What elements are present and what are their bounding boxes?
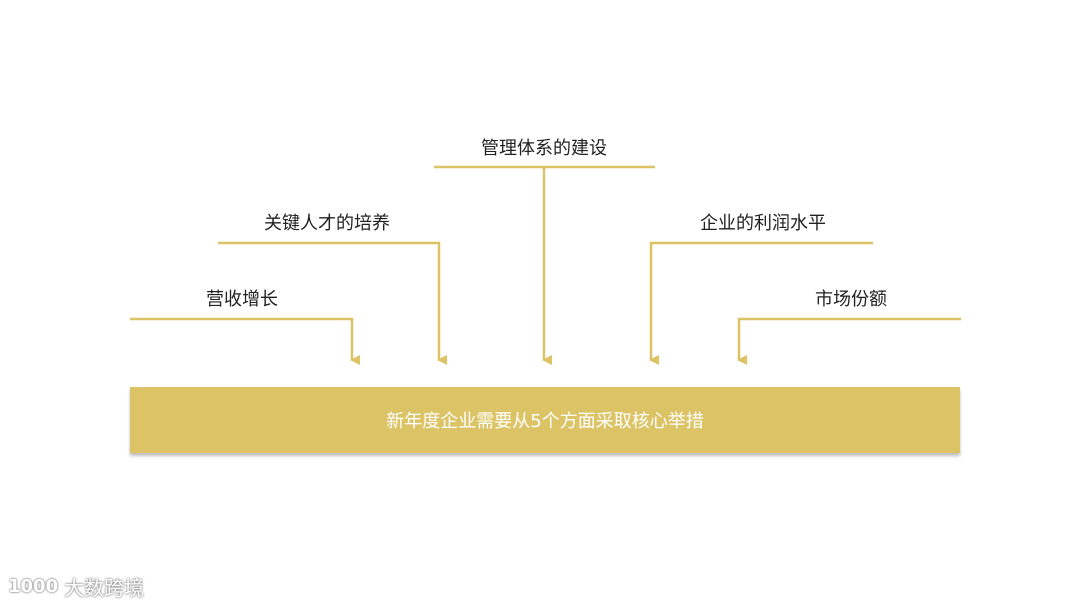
arrow-far-right bbox=[737, 317, 961, 365]
watermark: 1000 大数跨境 bbox=[8, 572, 144, 601]
arrow-left bbox=[218, 241, 447, 365]
target-label: 新年度企业需要从5个方面采取核心举措 bbox=[386, 411, 704, 432]
arrow-far-left bbox=[130, 317, 360, 365]
branch-label-far-right: 市场份额 bbox=[815, 289, 887, 310]
branch-label-left: 关键人才的培养 bbox=[264, 213, 390, 234]
branch-label-center: 管理体系的建设 bbox=[481, 138, 607, 159]
branch-label-far-left: 营收增长 bbox=[206, 289, 278, 310]
watermark-logo-icon: 1000 bbox=[8, 576, 59, 597]
branch-label-right: 企业的利润水平 bbox=[700, 213, 826, 234]
watermark-text: 大数跨境 bbox=[64, 576, 145, 600]
target-bar: 新年度企业需要从5个方面采取核心举措 bbox=[130, 387, 960, 453]
arrow-right bbox=[649, 241, 873, 365]
